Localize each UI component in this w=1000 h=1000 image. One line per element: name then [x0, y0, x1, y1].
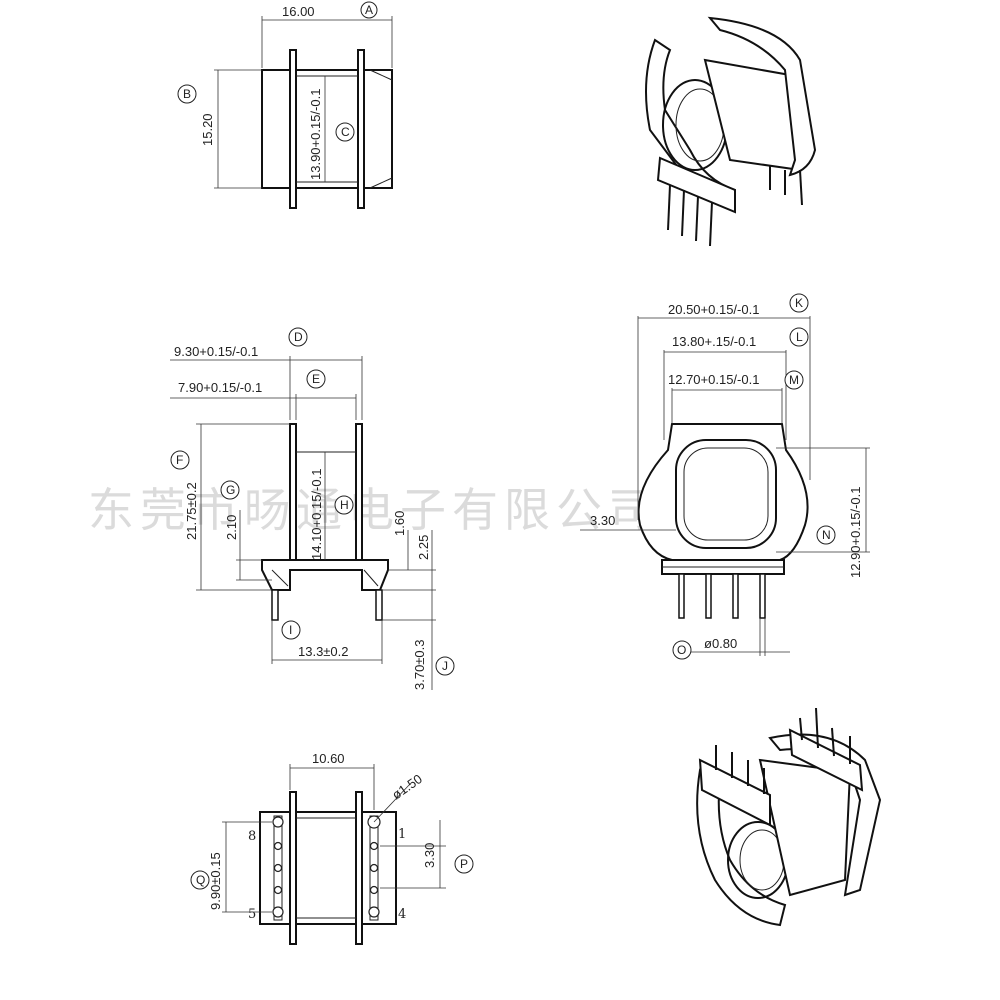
label-q-circle — [190, 870, 210, 890]
label-i: I — [289, 623, 292, 637]
front-view-right-pin — [375, 589, 383, 621]
dim-b-value: 15.20 — [200, 113, 215, 146]
dim-i-value: 13.3±0.2 — [298, 644, 349, 659]
bottom-pin-hole-2 — [369, 841, 379, 851]
label-f: F — [176, 453, 183, 467]
front-view-base — [261, 559, 389, 591]
label-b-circle — [177, 84, 197, 104]
top-view-flange — [261, 69, 393, 189]
label-o: O — [677, 643, 686, 657]
label-i-circle — [281, 620, 301, 640]
isometric-view-bottom — [696, 707, 882, 927]
label-d-circle — [288, 327, 308, 347]
side-view-core-window — [675, 439, 777, 549]
side-view-pin-3 — [732, 573, 739, 619]
dim-m-value: 12.70+0.15/-0.1 — [668, 372, 759, 387]
iso2-pin-rail-rear — [788, 728, 864, 792]
label-a-circle — [360, 1, 378, 19]
label-g-circle — [220, 480, 240, 500]
dim-a-value: 16.00 — [282, 4, 315, 19]
bottom-pin-hole-8 — [272, 816, 284, 828]
dim-bottom-width-value: 10.60 — [312, 751, 345, 766]
dim-h2-value: 1.60 — [392, 511, 407, 536]
label-n-circle — [816, 525, 836, 545]
dim-e-value: 7.90+0.15/-0.1 — [178, 380, 262, 395]
dim-c-value: 13.90+0.15/-0.1 — [308, 89, 323, 180]
label-h-circle — [334, 495, 354, 515]
label-a: A — [365, 3, 373, 17]
label-f-circle — [170, 450, 190, 470]
dim-n-value: 12.90+0.15/-0.1 — [848, 487, 863, 578]
iso-rear-flange — [707, 16, 817, 177]
iso-pin-rail — [656, 156, 736, 214]
front-view-left-pin — [271, 589, 279, 621]
isometric-view-top — [645, 16, 817, 247]
label-c-circle — [335, 122, 355, 142]
side-view-pin-1 — [678, 573, 685, 619]
dim-h3-value: 2.25 — [416, 535, 431, 560]
pin-number-8: 8 — [248, 829, 256, 844]
front-view: 9.30+0.15/-0.1 D 7.90+0.15/-0.1 E 21.75±… — [170, 327, 455, 690]
bottom-pin-hole-7 — [273, 841, 283, 851]
dim-l-value: 13.80+.15/-0.1 — [672, 334, 756, 349]
bottom-pin-hole-6b — [273, 885, 283, 895]
side-view-pin-2 — [705, 573, 712, 619]
bottom-view-right-flange — [355, 791, 363, 945]
label-m: M — [789, 373, 799, 387]
label-n: N — [822, 528, 831, 542]
pin-number-1: 1 — [398, 827, 406, 842]
label-m-circle — [784, 370, 804, 390]
label-l: L — [796, 330, 803, 344]
top-view-left-wall — [289, 49, 297, 209]
dim-side-value: 3.30 — [590, 513, 615, 528]
dim-d-value: 9.30+0.15/-0.1 — [174, 344, 258, 359]
top-view: 16.00 A 15.20 B 13.90+0.15/-0.1 C — [177, 1, 393, 209]
front-view-right-flange — [355, 423, 363, 571]
dim-g-value: 2.10 — [224, 515, 239, 540]
side-view: 20.50+0.15/-0.1 K 13.80+.15/-0.1 L 12.70… — [580, 293, 870, 660]
label-p: P — [460, 857, 468, 871]
dim-k-value: 20.50+0.15/-0.1 — [668, 302, 759, 317]
dim-h-value: 14.10+0.15/-0.1 — [309, 469, 324, 560]
side-view-pin-4 — [759, 573, 766, 619]
label-e: E — [312, 372, 320, 386]
label-l-circle — [789, 327, 809, 347]
bottom-view: 8 1 5 4 10.60 ø1.50 3.30 P 9.90±0.15 Q — [190, 751, 474, 945]
label-h: H — [340, 498, 349, 512]
top-view-right-wall — [357, 49, 365, 209]
label-j-circle — [435, 656, 455, 676]
bottom-pin-hole-6 — [273, 863, 283, 873]
label-b: B — [183, 87, 191, 101]
dim-q-value: 9.90±0.15 — [208, 852, 223, 910]
bottom-pin-hole-3b — [369, 885, 379, 895]
label-c: C — [341, 125, 350, 139]
bottom-view-left-flange — [289, 791, 297, 945]
bottom-pin-hole-4 — [368, 906, 380, 918]
label-o-circle — [672, 640, 692, 660]
label-q: Q — [196, 873, 205, 887]
dim-f-value: 21.75±0.2 — [184, 482, 199, 540]
label-k: K — [795, 296, 803, 310]
dim-p-value: 3.30 — [422, 843, 437, 868]
front-view-left-flange — [289, 423, 297, 571]
bottom-pin-hole-5 — [272, 906, 284, 918]
label-k-circle — [789, 293, 809, 313]
label-g: G — [226, 483, 235, 497]
dim-o-value: ø0.80 — [704, 636, 737, 651]
label-j: J — [442, 659, 448, 673]
label-d: D — [294, 330, 303, 344]
label-p-circle — [454, 854, 474, 874]
iso2-pin-rail-front — [698, 758, 771, 827]
company-watermark: 东莞市旸通电子有限公司 — [88, 483, 660, 537]
dim-j-value: 3.70±0.3 — [412, 639, 427, 690]
label-e-circle — [306, 369, 326, 389]
bottom-pin-hole-3 — [369, 863, 379, 873]
dim-hole-value: ø1.50 — [389, 771, 425, 802]
pin-number-5: 5 — [248, 907, 256, 922]
pin-number-4: 4 — [398, 907, 406, 922]
